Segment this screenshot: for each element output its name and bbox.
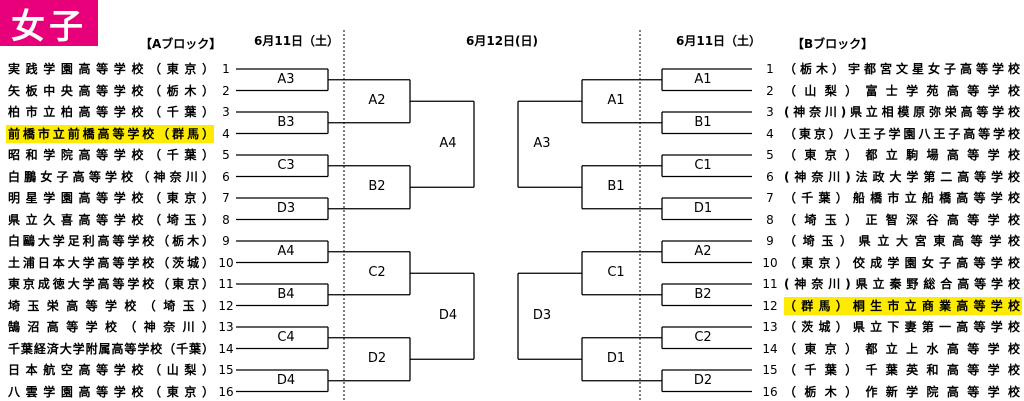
block-b-seed-number: 9 (766, 234, 774, 248)
block-a-team-name: 白鵬女子高等学校（神奈川） (8, 169, 214, 184)
match-label: D3 (532, 308, 552, 324)
block-b-header: 【Bブロック】 (792, 37, 874, 51)
block-a-team-name: 日本航空高等学校（山梨） (8, 363, 214, 377)
block-b-seed-number: 2 (766, 83, 774, 98)
match-label: A1 (694, 71, 712, 87)
match-label: C4 (277, 329, 295, 345)
block-b-team-name: （埼玉）県立大宮東高等学校 (784, 234, 1020, 248)
block-b-seed-number: 8 (766, 212, 774, 227)
block-a-seed-number: 10 (218, 255, 234, 270)
match-label: B1 (694, 114, 712, 130)
block-b-team-name: （東京）都立駒場高等学校 (784, 148, 1020, 162)
block-a-team-name: 前橋市立前橋高等学校（群馬） (6, 124, 214, 143)
match-label: B1 (607, 179, 625, 195)
block-a-header: 【Aブロック】 (140, 37, 222, 51)
block-b-team-name: （千葉）千葉英和高等学校 (784, 363, 1020, 377)
block-a-seed-number: 15 (218, 363, 234, 377)
match-label: C2 (368, 265, 386, 281)
block-b-team-name: (神奈川)県立相模原弥栄高等学校 (784, 105, 1020, 119)
block-b-team-name: （東京）佼成学園女子高等学校 (784, 255, 1020, 270)
block-b-seed-number: 5 (766, 148, 774, 162)
match-label: D2 (367, 351, 387, 367)
block-b-team-name: （埼玉）正智深谷高等学校 (784, 212, 1020, 227)
block-b-team-name: （群馬）桐生市立商業高等学校 (784, 296, 1022, 315)
match-label: D1 (606, 351, 626, 367)
block-a-seed-number: 3 (222, 105, 230, 119)
block-a-team-name: 鵠沼高等学校（神奈川） (8, 320, 214, 334)
match-label: D4 (438, 308, 458, 324)
match-label: A4 (277, 243, 295, 259)
match-label: A3 (277, 71, 295, 87)
date-center-header: 6月12日(日) (466, 34, 539, 48)
match-label: A4 (439, 136, 457, 152)
block-a-team-name: 千葉経済大学附属高等学校（千葉） (8, 341, 214, 356)
block-b-seed-number: 10 (762, 255, 778, 270)
block-b-seed-number: 13 (762, 320, 778, 334)
block-a-team-name: 昭和学院高等学校（千葉） (8, 148, 214, 162)
block-b-seed-number: 3 (766, 105, 774, 119)
match-label: A2 (368, 93, 386, 109)
block-a-seed-number: 13 (218, 320, 234, 334)
match-label: C1 (607, 265, 625, 281)
block-b-team-name: （東京）八王子学園八王子高等学校 (784, 126, 1020, 141)
match-label: A2 (694, 243, 712, 259)
block-b-team-name: （栃木）作新学院高等学校 (784, 384, 1020, 399)
block-a-seed-number: 6 (222, 169, 230, 184)
match-label: C2 (694, 329, 712, 345)
block-b-team-name: （千葉）船橋市立船橋高等学校 (784, 191, 1020, 205)
block-a-team-name: 実践学園高等学校（東京） (8, 62, 214, 76)
match-label: D1 (693, 200, 713, 216)
block-b-seed-number: 6 (766, 169, 774, 184)
block-b-seed-number: 1 (766, 62, 774, 76)
block-b-seed-number: 4 (766, 126, 774, 141)
block-b-team-name: (神奈川)県立秦野総合高等学校 (784, 277, 1020, 291)
title-badge: 女子 (0, 0, 98, 47)
block-a-seed-number: 14 (218, 341, 234, 356)
block-a-seed-number: 5 (222, 148, 230, 162)
block-a-seed-number: 9 (222, 234, 230, 248)
block-b-seed-number: 15 (762, 363, 778, 377)
match-label: B2 (368, 179, 386, 195)
match-label: D2 (693, 372, 713, 388)
block-a-team-name: 東京成徳大学高等学校（東京） (8, 277, 214, 291)
block-b-team-name: (神奈川)法政大学第二高等学校 (784, 169, 1020, 184)
date-right-header: 6月11日（土） (676, 34, 762, 48)
block-b-seed-number: 11 (762, 277, 778, 291)
block-b-team-name: （山梨）富士学苑高等学校 (784, 83, 1020, 98)
block-a-seed-number: 2 (222, 83, 230, 98)
block-b-team-name: （栃木）宇都宮文星女子高等学校 (784, 62, 1020, 76)
match-label: B3 (277, 114, 295, 130)
block-a-team-name: 埼玉栄高等学校（埼玉） (8, 298, 214, 313)
match-label: B4 (277, 286, 295, 302)
date-left-header: 6月11日（土） (254, 34, 340, 48)
block-a-seed-number: 12 (218, 298, 234, 313)
block-a-team-name: 矢板中央高等学校（栃木） (8, 83, 214, 98)
block-a-seed-number: 8 (222, 212, 230, 227)
block-a-seed-number: 1 (222, 62, 230, 76)
match-label: B2 (694, 286, 712, 302)
block-a-team-name: 県立久喜高等学校（埼玉） (8, 212, 214, 227)
block-b-team-name: （茨城）県立下妻第一高等学校 (784, 320, 1020, 334)
block-b-team-name: （東京）都立上水高等学校 (784, 341, 1020, 356)
block-a-seed-number: 11 (218, 277, 234, 291)
block-b-seed-number: 14 (762, 341, 778, 356)
block-a-team-name: 柏市立柏高等学校（千葉） (8, 105, 214, 119)
block-a-team-name: 八雲学園高等学校（東京） (8, 384, 214, 399)
block-a-seed-number: 16 (218, 384, 234, 399)
match-label: A3 (533, 136, 551, 152)
block-a-seed-number: 4 (222, 126, 230, 141)
block-b-seed-number: 16 (762, 384, 778, 399)
match-label: C1 (694, 157, 712, 173)
block-a-team-name: 白鷗大学足利高等学校（栃木） (8, 234, 214, 248)
match-label: C3 (277, 157, 295, 173)
block-a-team-name: 明星学園高等学校（東京） (8, 191, 214, 205)
block-a-seed-number: 7 (222, 191, 230, 205)
block-a-team-name: 土浦日本大学高等学校（茨城） (8, 255, 214, 270)
block-b-seed-number: 12 (762, 298, 778, 313)
block-b-seed-number: 7 (766, 191, 774, 205)
match-label: A1 (607, 93, 625, 109)
match-label: D4 (276, 372, 296, 388)
match-label: D3 (276, 200, 296, 216)
